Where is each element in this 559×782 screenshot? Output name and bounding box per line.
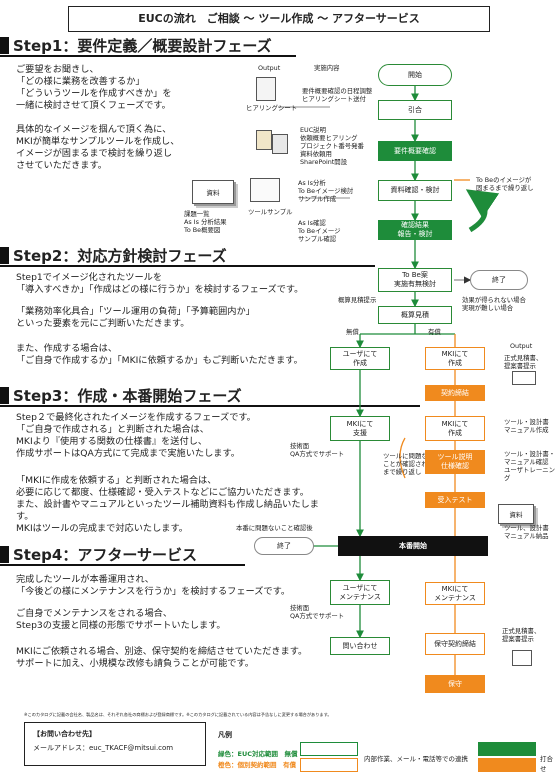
contact-title: 【お問い合わせ先】 xyxy=(33,730,96,738)
loop-note: To Beのイメージが 固まるまで繰り返し xyxy=(476,176,534,192)
legend-orange-box xyxy=(300,758,358,772)
disclaimer: ※このカタログに記載の会社名、製品名は、それぞれ各社の商標および登録商標です。※… xyxy=(24,712,332,717)
step2-desc-b: 「業務効率化具合」「ツール運用の負荷」「予算範囲内か」 といった要素を元にご判断… xyxy=(16,306,255,329)
item-euc: EUC説明 依頼概要ヒアリング プロジェクト番号発番 資料依頼用 SharePo… xyxy=(300,126,364,166)
flow-hoshu: 保守 xyxy=(425,675,485,693)
out-seishiki2: 正式見積書、 提案書提示 xyxy=(502,627,541,643)
flow-hoshu-keiyaku: 保守契約締結 xyxy=(425,633,485,655)
flow-mki-maint: MKIにて メンテナンス xyxy=(425,582,485,605)
step2-heading: Step2：対応方針検討フェーズ xyxy=(0,245,227,266)
legend-green-box xyxy=(300,742,358,756)
legend-box-note: 内部作業、メール・電話等での連携 xyxy=(364,755,468,763)
flow-toiawase: 問い合わせ xyxy=(330,637,390,655)
out-seishiki: 正式見積書、 提案書提示 xyxy=(504,354,543,370)
step3-underline xyxy=(0,405,420,407)
tool-design2: ツール・設計書・ マニュアル確認 ユーザトレーニング xyxy=(504,450,556,482)
legend-green: 緑色：EUC対応範囲 無償 xyxy=(218,750,298,758)
legend-orange-fill xyxy=(478,758,536,772)
step4-desc-a: 完成したツールが本番運用され、 「今後どの様にメンテナンスを行うか」を検討するフ… xyxy=(16,574,291,597)
contact-mail: メールアドレス：euc_TKACF@mitsui.com xyxy=(33,744,174,752)
tool-design: ツール・設計書 マニュアル作成 xyxy=(504,418,549,434)
document-icon xyxy=(512,650,532,666)
step1-desc-a: ご要望をお聞きし、 「どの様に業務を改善するか」 「どういうツールを作成すべきか… xyxy=(16,64,172,111)
tool-ok-note: ツールに問題ない ことが確認される まで繰り返し xyxy=(383,452,435,476)
end1-note: 効果が得られない場合 実現が難しい場合 xyxy=(462,296,526,312)
doc-shiryo2-label: 資料 xyxy=(509,511,523,519)
gaisan-note: 概算見積提示 xyxy=(338,296,377,304)
step4-title: Step4：アフターサービス xyxy=(13,546,198,564)
tool-design3: ツール、設計書 マニュアル納品 xyxy=(504,524,549,540)
flow-tool-setsumei: ツール説明 仕様確認 xyxy=(425,450,485,474)
end2-note: 本番に問題ないこと確認後 xyxy=(236,524,313,532)
legend-title: 凡例 xyxy=(218,731,232,739)
tool-sample-label: ツールサンプル xyxy=(248,208,293,216)
contact-box: 【お問い合わせ先】 メールアドレス：euc_TKACF@mitsui.com xyxy=(24,722,206,766)
step2-desc-a: Step1でイメージ化されたツールを 「導入すべきか」「作成はどの様に行うか」を… xyxy=(16,272,304,295)
step1-title: Step1：要件定義／概要設計フェーズ xyxy=(13,37,272,55)
document-icon xyxy=(512,371,536,385)
step1-desc-b: 具体的なイメージを掴んで頂く為に、 MKIが簡単なサンプルツールを作成し、 イメ… xyxy=(16,124,180,171)
flow-gaisan: 概算見積 xyxy=(378,306,452,324)
document-icon xyxy=(256,130,272,150)
legend-orange: 橙色：個別契約範囲 有償 xyxy=(218,761,296,769)
flow-tobe: To Be案 実施有無検討 xyxy=(378,268,452,292)
flow-ukeire: 受入テスト xyxy=(425,492,485,508)
output2-label: Output xyxy=(510,342,533,350)
flow-user-make: ユーザにて 作成 xyxy=(330,347,390,370)
flow-end1: 終了 xyxy=(470,270,528,290)
legend-green-fill xyxy=(478,742,536,756)
legend-meeting: 打合せ xyxy=(540,755,553,773)
item-asis2: As Is確認 To Beイメージ サンプル確認 xyxy=(298,219,341,243)
flow-honban: 本番開始 xyxy=(338,536,488,556)
yuryou-label: 有償 xyxy=(428,328,441,336)
qa-note1: 技術面 QA方式でサポート xyxy=(290,442,345,458)
flow-youken: 要件概要確認 xyxy=(378,141,452,161)
step2-underline xyxy=(0,265,375,267)
flow-kakunin: 確認結果 報告・検討 xyxy=(378,220,452,240)
step-marker xyxy=(0,387,9,404)
step2-desc-c: また、作成する場合は、 「ご自身で作成するか」「MKIに依頼するか」もご判断いた… xyxy=(16,343,303,366)
step4-heading: Step4：アフターサービス xyxy=(0,544,197,565)
doc-list: 課題一覧 As Is 分析結果 To Be概要図 xyxy=(184,210,227,234)
muryou-label: 無償 xyxy=(346,328,359,336)
doc-shiryo2: 資料 xyxy=(498,504,534,524)
step1-heading: Step1：要件定義／概要設計フェーズ xyxy=(0,35,272,56)
document-icon xyxy=(272,134,288,154)
doc-shiryo: 資料 xyxy=(192,180,234,204)
step4-underline xyxy=(0,564,245,566)
step2-title: Step2：対応方針検討フェーズ xyxy=(13,247,227,265)
step-marker xyxy=(0,247,9,264)
step4-desc-c: MKIにご依頼される場合、別途、保守契約を締結させていただきます。 サポートに加… xyxy=(16,646,308,669)
item-asis: As Is分析 To Beイメージ検討 サンプル作成 xyxy=(298,179,354,203)
flow-mki-shien: MKIにて 支援 xyxy=(330,416,390,441)
jisshi-label: 実施内容 xyxy=(314,64,340,72)
step3-title: Step3：作成・本番開始フェーズ xyxy=(13,387,242,405)
step1-underline xyxy=(0,55,296,57)
flow-mki-make: MKIにて 作成 xyxy=(425,347,485,370)
output-label: Output xyxy=(258,64,281,72)
step3-heading: Step3：作成・本番開始フェーズ xyxy=(0,385,242,406)
step-marker xyxy=(0,546,9,563)
tool-sample-icon xyxy=(250,178,280,202)
qa-note2: 技術面 QA方式でサポート xyxy=(290,604,345,620)
item-hearing: 要件概要確認の日程調整 ヒアリングシート送付 xyxy=(302,87,373,103)
flow-start: 開始 xyxy=(378,64,452,86)
hearing-sheet-label: ヒアリングシート xyxy=(246,104,298,112)
step-marker xyxy=(0,37,9,54)
doc-shiryo-label: 資料 xyxy=(206,189,220,197)
flow-user-maint: ユーザにて メンテナンス xyxy=(330,580,390,605)
flow-keiyaku: 契約締結 xyxy=(425,385,485,401)
flow-shiryo: 資料確認・検討 xyxy=(378,180,452,201)
step3-desc-a: Step２で最終化されたイメージを作成するフェーズです。 「ご自身で作成される」… xyxy=(16,412,256,459)
step3-desc-b: 「MKIに作成を依頼する」と判断された場合は、 必要に応じて都度、仕様確認・受入… xyxy=(16,475,319,534)
page-title: EUCの流れ ご相談 ～ ツール作成 ～ アフターサービス xyxy=(68,6,490,32)
step4-desc-b: ご自身でメンテナンスをされる場合、 Step3の支援と同様の形態でサポートいたし… xyxy=(16,608,226,631)
flow-hikitsugi: 引合 xyxy=(378,100,452,120)
hearing-sheet-icon xyxy=(256,77,276,101)
flow-end2: 終了 xyxy=(254,537,314,555)
flow-mki-make2: MKIにて 作成 xyxy=(425,416,485,441)
